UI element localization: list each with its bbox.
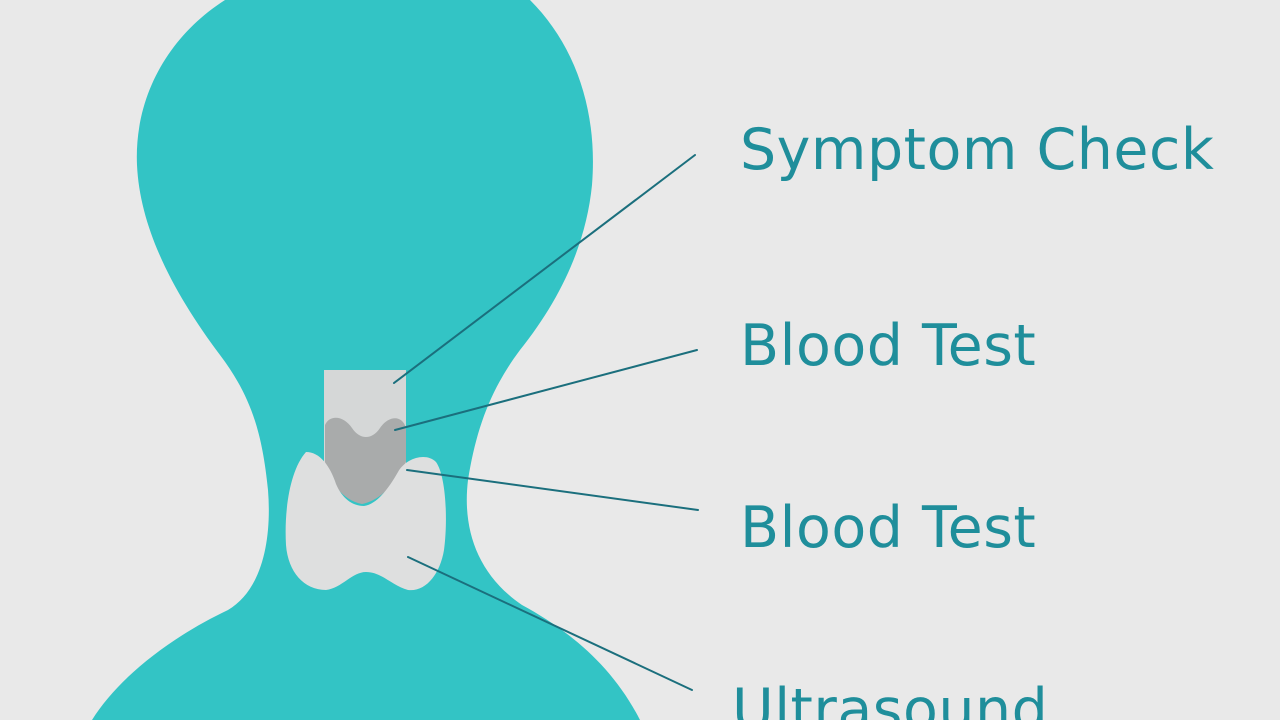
leader-line-ultrasound: [407, 556, 693, 691]
head-silhouette: [92, 0, 640, 720]
thyroid-gland-icon: [285, 452, 446, 591]
label-blood-test-2: Blood Test: [740, 495, 1037, 561]
head-and-neck-silhouette-icon: [92, 0, 640, 720]
thyroid-cartilage-icon: [325, 417, 406, 504]
leader-line-symptom-check: [393, 154, 696, 384]
thyroid-gland-shape: [285, 452, 446, 591]
leader-line-blood-test-1: [394, 349, 698, 431]
label-symptom-check: Symptom Check: [740, 117, 1215, 183]
label-ultrasound: Ultrasound: [732, 677, 1049, 720]
leader-lines: [393, 154, 699, 691]
leader-line-blood-test-2: [406, 469, 699, 511]
label-blood-test-1: Blood Test: [740, 313, 1037, 379]
thyroid-cartilage-shape: [325, 417, 406, 504]
